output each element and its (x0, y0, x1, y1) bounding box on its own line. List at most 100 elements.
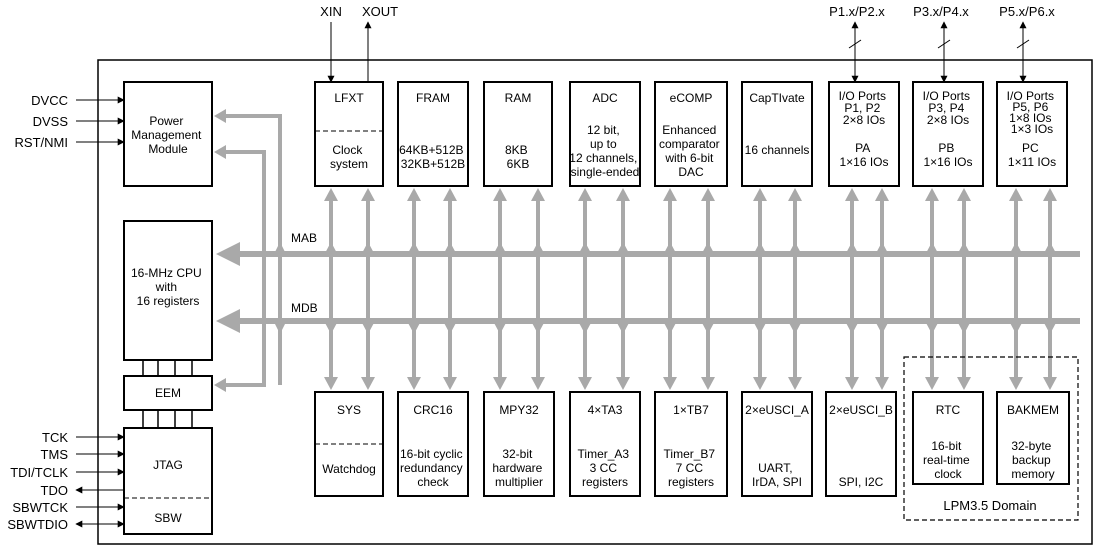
vertical-bus-connectors (324, 188, 1057, 390)
eem-block (123, 375, 213, 411)
bottom-bus-link-11-arrowhead-top (788, 242, 802, 255)
top-bus-link-11-arrowhead-top (788, 188, 802, 201)
bottom-bus-link-4-arrowhead-bottom (493, 377, 507, 390)
cpu-label: 16-MHz CPU with 16 registers (131, 266, 205, 308)
timer-b-body: Timer_B7 7 CC registers (664, 447, 719, 489)
top-bus-link-1-arrowhead-top (361, 188, 375, 201)
eusci-a-title: 2×eUSCI_A (745, 403, 809, 417)
timer-b-block (654, 391, 728, 497)
bottom-bus-link-17-arrowhead-top (1043, 242, 1057, 255)
lfxt-body: Clock system (330, 143, 368, 171)
mdb-label: MDB (291, 301, 318, 315)
timer-a-body: Timer_A3 3 CC registers (578, 447, 633, 489)
lfxt-block (314, 81, 384, 187)
bottom-bus-link-11-arrowhead-bottom (788, 377, 802, 390)
pin-tdi-tclk: TDI/TCLK (10, 465, 68, 480)
bottom-bus-link-1-arrowhead-top (361, 242, 375, 255)
top-bus-link-16-arrowhead-top (1009, 188, 1023, 201)
eusci-a-body: UART, IrDA, SPI (752, 461, 802, 489)
ram-title: RAM (505, 91, 532, 105)
mab-bus (216, 242, 1080, 266)
captivate-body: 16 channels (745, 143, 810, 157)
top-pins (327, 21, 1030, 83)
port-pc-block (996, 81, 1068, 187)
top-bus-link-8-arrowhead-top (663, 188, 677, 201)
sys-title: SYS (337, 403, 361, 417)
top-bus-link-6-arrowhead-top (578, 188, 592, 201)
eusci-b-block (825, 391, 897, 497)
sys-body: Watchdog (322, 462, 376, 476)
port-pa-block (828, 81, 900, 187)
mdb-bus (216, 309, 1080, 333)
fram-title: FRAM (416, 91, 450, 105)
top-bus-link-10-arrowhead-top (753, 188, 767, 201)
mpy32-block (483, 391, 555, 497)
bottom-bus-link-13-arrowhead-bottom (875, 377, 889, 390)
pin-sbwtdio: SBWTDIO (7, 517, 68, 532)
chip-outline (97, 59, 1093, 545)
top-bus-link-7-arrowhead-top (616, 188, 630, 201)
captivate-block (741, 81, 813, 187)
bottom-bus-link-10-arrowhead-bottom (753, 377, 767, 390)
adc-body: 12 bit, up to 12 channels, single-ended (569, 123, 640, 179)
ram-block (483, 81, 553, 187)
jtag-label: JTAG (153, 458, 183, 472)
pmm-label: Power Management Module (131, 114, 204, 156)
crc16-title: CRC16 (413, 403, 453, 417)
bottom-bus-link-12-arrowhead-top (845, 242, 859, 255)
bottom-bus-link-6-arrowhead-bottom (578, 377, 592, 390)
port-pa-title: I/O Ports P1, P2 2×8 IOs (839, 89, 890, 127)
bottom-bus-link-9-arrowhead-bottom (701, 377, 715, 390)
rtc-title: RTC (936, 403, 961, 417)
bottom-bus-link-1-arrowhead-bottom (361, 377, 375, 390)
adc-title: ADC (592, 91, 618, 105)
top-bus-link-15-arrowhead-top (957, 188, 971, 201)
bottom-bus-link-4-arrowhead-top (493, 242, 507, 255)
top-bus-link-5-arrowhead-top (531, 188, 545, 201)
bottom-bus-link-0-arrowhead-top (324, 242, 338, 255)
pin-rst-nmi: RST/NMI (15, 135, 68, 150)
ram-body: 8KB 6KB (505, 143, 531, 171)
pin-tdo: TDO (41, 483, 68, 498)
bottom-bus-link-13-arrowhead-top (875, 242, 889, 255)
pin-dvss: DVSS (33, 114, 69, 129)
bottom-bus-link-2-arrowhead-top (407, 242, 421, 255)
timer-a-title: 4×TA3 (588, 403, 623, 417)
cpu-block (123, 220, 213, 361)
left-pins (75, 96, 125, 528)
bottom-bus-link-10-arrowhead-top (753, 242, 767, 255)
bottom-bus-link-15-arrowhead-bottom (957, 377, 971, 390)
port-pb-body: PB 1×16 IOs (923, 141, 972, 169)
bottom-bus-link-15-arrowhead-top (957, 242, 971, 255)
top-bus-link-4-arrowhead-top (493, 188, 507, 201)
bottom-bus-link-14-arrowhead-bottom (925, 377, 939, 390)
bottom-bus-link-17-arrowhead-bottom (1043, 377, 1057, 390)
bakmem-title: BAKMEM (1007, 403, 1059, 417)
bakmem-body: 32-byte backup memory (1011, 439, 1054, 481)
lpm35-domain-box (903, 356, 1079, 521)
bottom-bus-link-14-arrowhead-top (925, 242, 939, 255)
ecomp-block (654, 81, 728, 187)
eem-label: EEM (155, 386, 181, 400)
port-pb-block (912, 81, 984, 187)
lpm35-domain-label: LPM3.5 Domain (943, 498, 1036, 513)
mab-label: MAB (291, 231, 317, 245)
eusci-b-body: SPI, I2C (839, 475, 884, 489)
port-pc-body: PC 1×11 IOs (1008, 141, 1056, 169)
sbw-label: SBW (154, 511, 182, 525)
top-bus-link-0-arrowhead-top (324, 188, 338, 201)
top-bus-link-14-arrowhead-top (925, 188, 939, 201)
bottom-bus-link-16-arrowhead-bottom (1009, 377, 1023, 390)
bottom-bus-link-3-arrowhead-top (443, 242, 457, 255)
eusci-a-block (741, 391, 813, 497)
pin-tck: TCK (42, 430, 68, 445)
pin-sbwtck: SBWTCK (12, 500, 68, 515)
adc-block (569, 81, 641, 187)
bottom-bus-link-2-arrowhead-bottom (407, 377, 421, 390)
pin-p1-p2: P1.x/P2.x (829, 4, 885, 19)
top-bus-link-3-arrowhead-top (443, 188, 457, 201)
pin-xout: XOUT (362, 4, 398, 19)
pmm-block (123, 81, 213, 187)
timer-b-title: 1×TB7 (673, 403, 709, 417)
mpy32-title: MPY32 (499, 403, 539, 417)
